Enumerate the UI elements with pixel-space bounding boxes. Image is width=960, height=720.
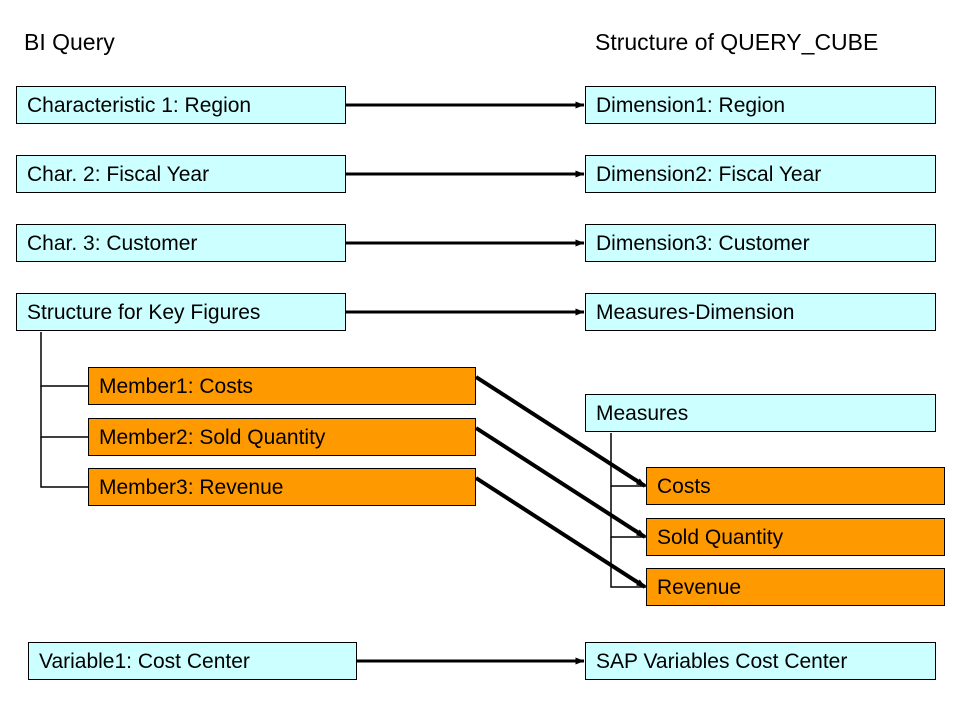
node-dimension3-customer[interactable]: Dimension3: Customer	[585, 224, 936, 262]
node-dimension2-fiscal-year[interactable]: Dimension2: Fiscal Year	[585, 155, 936, 193]
right-column-title: Structure of QUERY_CUBE	[595, 29, 879, 55]
edge-measures-soldqty	[610, 486, 647, 538]
node-variable1-cost-center[interactable]: Variable1: Cost Center	[28, 642, 357, 680]
node-measures[interactable]: Measures	[585, 394, 936, 432]
edge-measures-costs	[610, 433, 647, 487]
edge-member3-revenue	[474, 476, 647, 589]
node-structure-for-key-figures[interactable]: Structure for Key Figures	[16, 293, 346, 331]
node-dimension1-region[interactable]: Dimension1: Region	[585, 86, 936, 124]
edge-kfstruct-member1	[40, 332, 89, 387]
left-column-title: BI Query	[24, 29, 115, 55]
node-member1-costs[interactable]: Member1: Costs	[88, 367, 476, 405]
edge-member2-soldqty	[474, 426, 647, 539]
node-char-3-customer[interactable]: Char. 3: Customer	[16, 224, 346, 262]
node-sap-variables-cost-center[interactable]: SAP Variables Cost Center	[585, 642, 936, 680]
edge-kfstruct-member2	[40, 386, 89, 438]
node-char-2-fiscal-year[interactable]: Char. 2: Fiscal Year	[16, 155, 346, 193]
node-sold-quantity[interactable]: Sold Quantity	[646, 518, 945, 556]
node-member2-sold-quantity[interactable]: Member2: Sold Quantity	[88, 418, 476, 456]
node-characteristic-1-region[interactable]: Characteristic 1: Region	[16, 86, 346, 124]
node-measures-dimension[interactable]: Measures-Dimension	[585, 293, 936, 331]
edge-measures-revenue	[610, 537, 647, 588]
node-revenue[interactable]: Revenue	[646, 568, 945, 606]
node-member3-revenue[interactable]: Member3: Revenue	[88, 468, 476, 506]
node-costs[interactable]: Costs	[646, 467, 945, 505]
edge-kfstruct-member3	[40, 437, 89, 488]
